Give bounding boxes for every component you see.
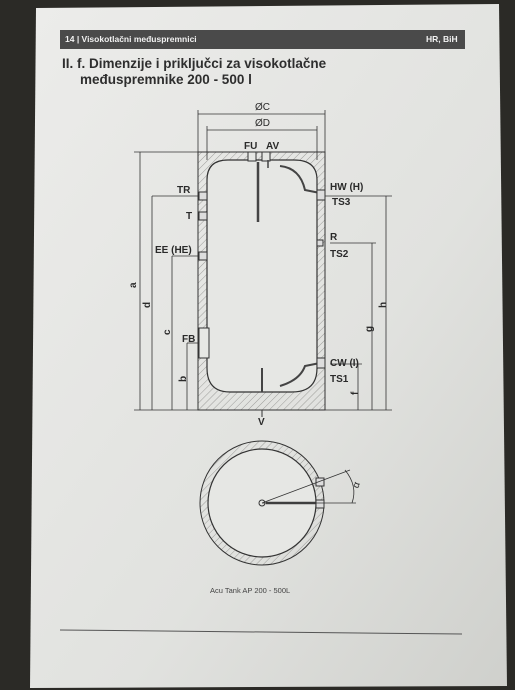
dim-f-label: f xyxy=(350,391,361,395)
section-title-line1: II. f. Dimenzije i priključci za visokot… xyxy=(62,56,327,71)
ee-he-label: EE (HE) xyxy=(155,245,192,256)
ts2-label: TS2 xyxy=(330,249,349,260)
header-bar xyxy=(60,30,465,49)
header-section-title: 14 | Visokotlačni međuspremnici xyxy=(65,34,197,44)
cw-i-label: CW (I) xyxy=(330,358,359,369)
r-label: R xyxy=(330,232,338,243)
dim-h-label: h xyxy=(378,302,389,308)
header-region: HR, BiH xyxy=(426,34,458,44)
footer-rule xyxy=(59,629,463,635)
dim-d-side-label: d xyxy=(142,302,153,308)
right-height-dimensions xyxy=(325,195,392,411)
av-label: AV xyxy=(266,141,279,152)
dim-c-side-label: c xyxy=(162,329,173,335)
dim-d-label: ØD xyxy=(255,118,270,129)
diameter-dimensions xyxy=(197,110,326,160)
angle-alpha-label: α xyxy=(351,480,363,489)
dim-g-label: g xyxy=(364,326,375,332)
fu-label: FU xyxy=(244,141,257,152)
ts3-label: TS3 xyxy=(332,197,351,208)
tank-top-view xyxy=(199,440,356,566)
section-title-line2: međuspremnike 200 - 500 l xyxy=(80,72,252,87)
t-label: T xyxy=(186,211,192,222)
hw-h-label: HW (H) xyxy=(330,182,363,193)
tank-side-view xyxy=(197,151,326,417)
v-label: V xyxy=(258,417,265,428)
dim-a-label: a xyxy=(128,282,139,288)
left-height-dimensions xyxy=(134,151,198,411)
fb-label: FB xyxy=(182,334,195,345)
dim-b-label: b xyxy=(178,376,189,382)
dim-c-label: ØC xyxy=(255,102,270,113)
tr-label: TR xyxy=(177,185,191,196)
figure-caption: Acu Tank AP 200 - 500L xyxy=(210,586,290,595)
ts1-label: TS1 xyxy=(330,374,349,385)
